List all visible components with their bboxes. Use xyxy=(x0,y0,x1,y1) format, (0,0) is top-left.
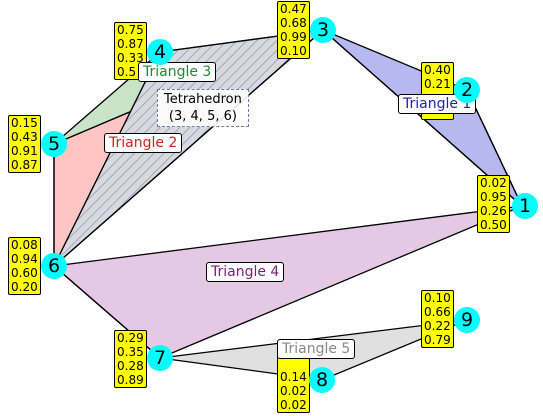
triangle-4-label: Triangle 4 xyxy=(206,262,285,282)
edge-2-1 xyxy=(466,89,523,207)
vertex-8-node: 8 xyxy=(309,367,335,393)
triangle-2-label: Triangle 2 xyxy=(104,133,183,153)
vertex-7-node: 7 xyxy=(147,345,173,371)
edge-3-6 xyxy=(53,29,324,267)
vertex-6-node: 6 xyxy=(41,253,67,279)
vertex-9-node: 9 xyxy=(454,307,480,333)
edge-4-6 xyxy=(53,51,161,267)
vertex-2-node: 2 xyxy=(454,77,480,103)
vertex-5-node: 5 xyxy=(41,131,67,157)
vertex-4-node: 4 xyxy=(147,39,173,65)
tetrahedron-label: Tetrahedron (3, 4, 5, 6) xyxy=(157,89,249,127)
triangle-3-label: Triangle 3 xyxy=(138,62,217,82)
vertex-3-node: 3 xyxy=(310,17,336,43)
vertex-1-node: 1 xyxy=(512,193,538,219)
triangle-5-label: Triangle 5 xyxy=(277,339,356,359)
